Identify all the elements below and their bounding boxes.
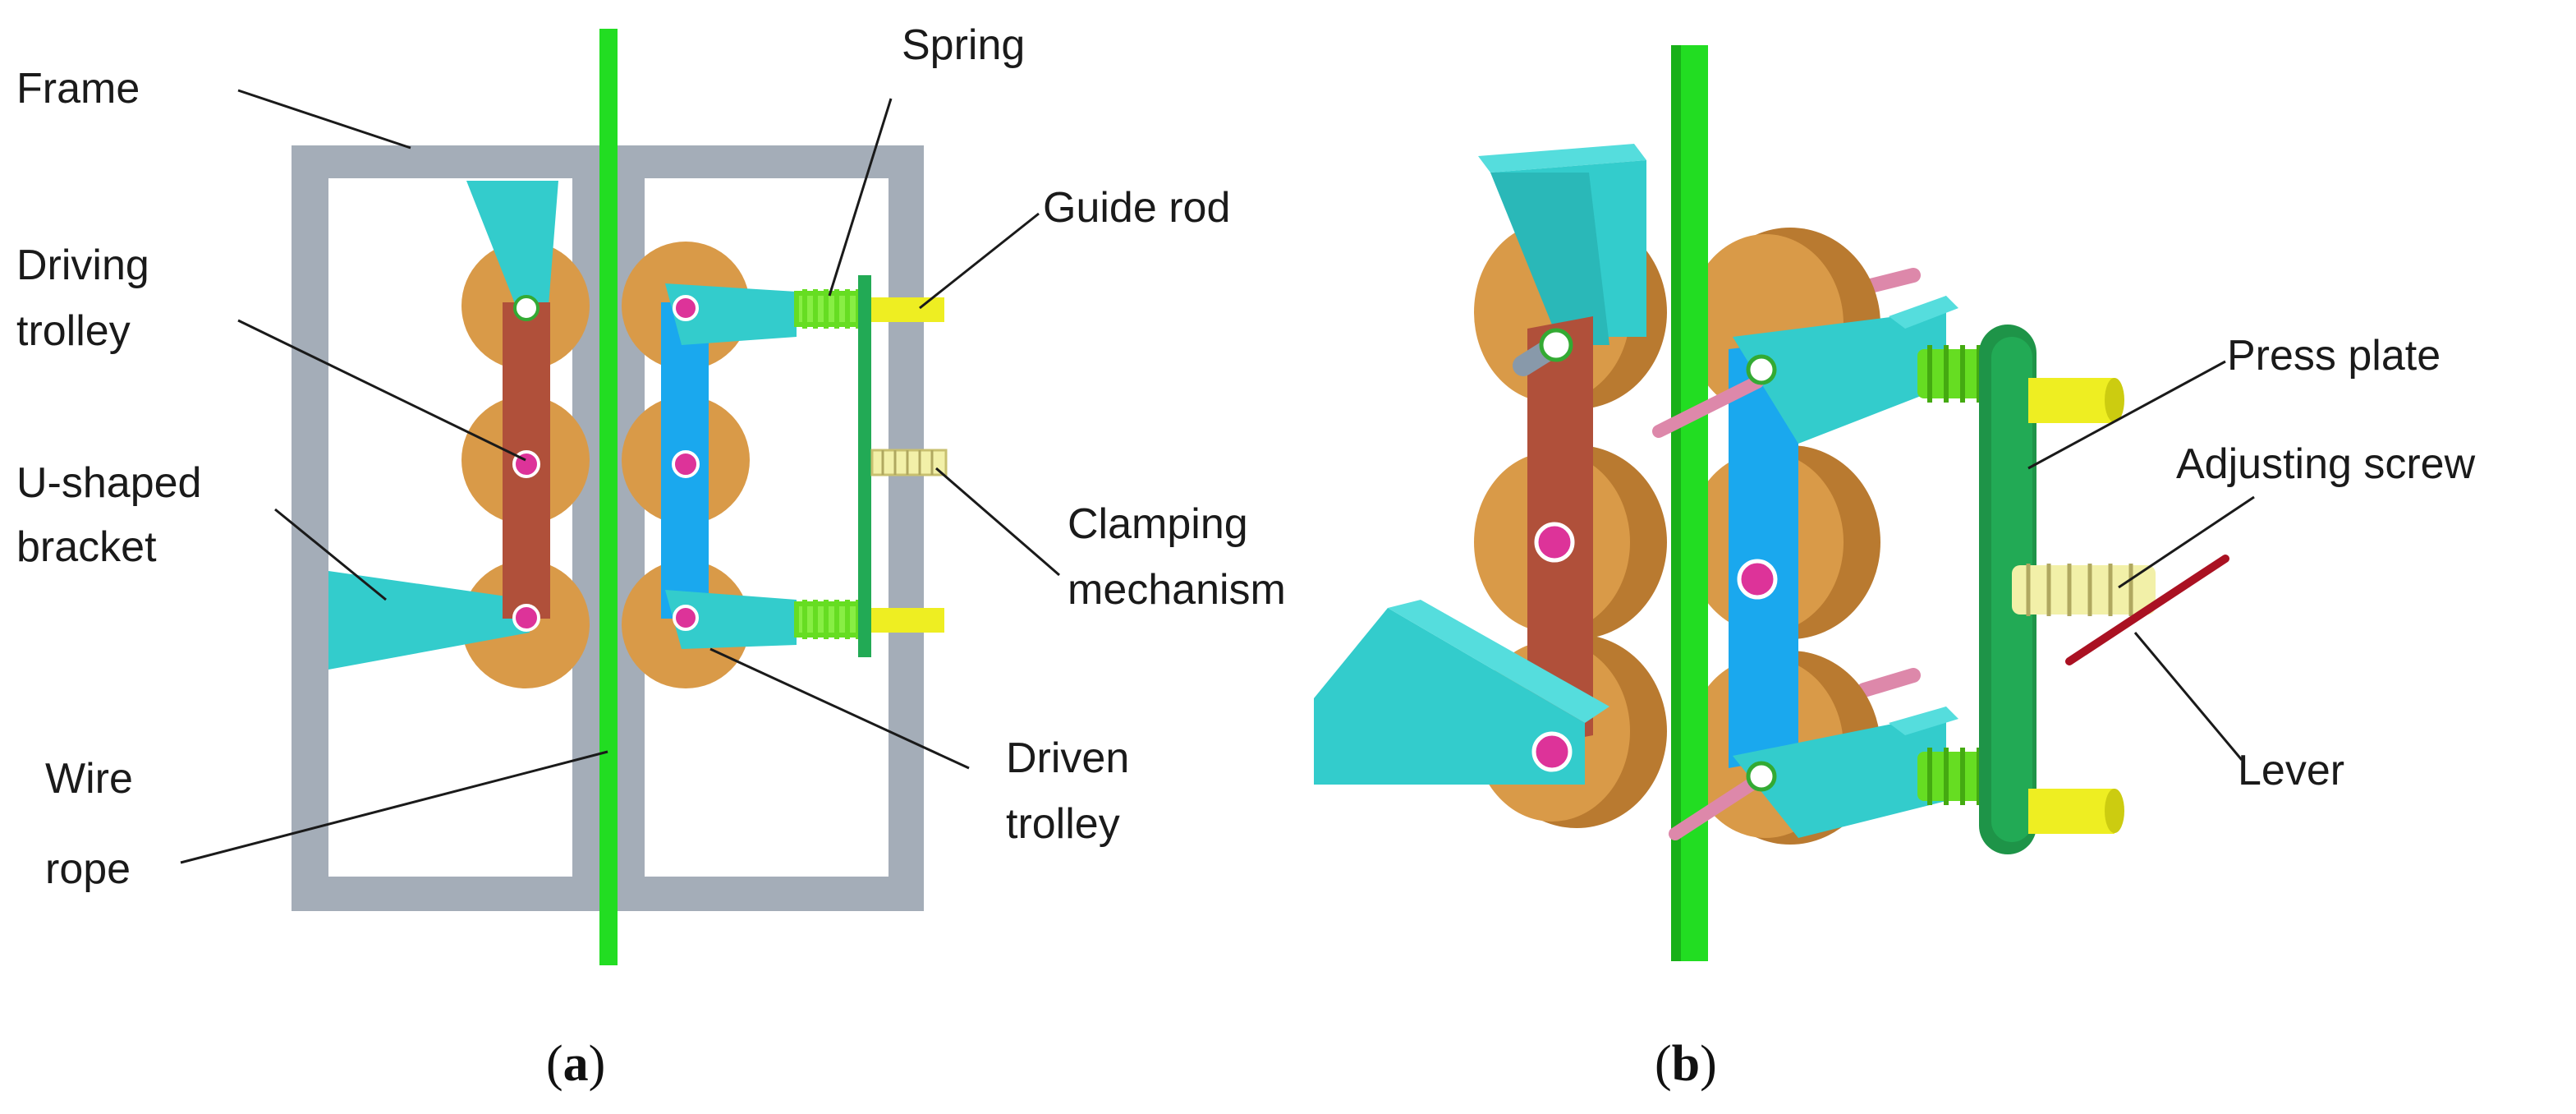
- panel-a: Frame Spring Guide rod Driving trolley U…: [16, 21, 1286, 1092]
- leader-press-plate: [2027, 360, 2226, 470]
- u-shaped-bracket-upper: [1478, 144, 1646, 345]
- label-driven-trolley-line2: trolley: [1006, 800, 1120, 848]
- guide-rod: [2028, 378, 2124, 423]
- leader-frame: [237, 89, 411, 150]
- leader-spring: [828, 98, 893, 297]
- label-u-bracket-line1: U-shaped: [16, 459, 201, 507]
- label-clamping-line2: mechanism: [1068, 566, 1286, 614]
- u-shaped-bracket-upper: [466, 181, 558, 306]
- driven-trolley-plate: [1729, 341, 1798, 768]
- pin: [1857, 668, 1921, 697]
- leader-lever: [2133, 632, 2243, 761]
- label-driving-trolley-line2: trolley: [16, 307, 131, 355]
- leader-wire-rope: [180, 750, 608, 864]
- pin: [1746, 761, 1777, 792]
- driven-bracket-lower: [665, 590, 797, 649]
- label-lever: Lever: [2238, 747, 2344, 794]
- clamping-mechanism: [870, 449, 948, 476]
- caption-a: (a): [546, 1036, 605, 1092]
- label-u-bracket-line2: bracket: [16, 523, 157, 571]
- spring: [794, 600, 865, 639]
- pin: [1746, 354, 1777, 385]
- label-frame: Frame: [16, 65, 140, 113]
- bolt: [673, 295, 699, 321]
- label-clamping-line1: Clamping: [1068, 500, 1248, 548]
- u-shaped-bracket: [1314, 600, 1609, 785]
- panel-b: Press plate Adjusting screw Lever (b): [1314, 45, 2476, 1092]
- wire-rope-shade: [1671, 45, 1681, 961]
- bolt: [1737, 559, 1778, 600]
- leader-guide-rod: [919, 212, 1040, 310]
- bolt: [512, 604, 540, 632]
- pin: [1539, 328, 1573, 362]
- label-driving-trolley-line1: Driving: [16, 242, 149, 289]
- label-spring: Spring: [902, 21, 1025, 69]
- lever: [2065, 555, 2229, 665]
- label-adjusting-screw: Adjusting screw: [2176, 440, 2476, 488]
- bolt: [672, 450, 700, 478]
- label-wire-rope-line2: rope: [45, 845, 131, 893]
- bolt: [1534, 522, 1575, 563]
- adjusting-screw: [2012, 564, 2156, 616]
- leader-driving-trolley: [237, 319, 526, 462]
- leader-u-bracket: [274, 508, 387, 601]
- press-plate: [858, 275, 871, 657]
- guide-rod: [870, 297, 944, 322]
- label-wire-rope-line1: Wire: [45, 755, 133, 803]
- driven-bracket-lower: [1733, 707, 1958, 838]
- bolt: [1531, 731, 1573, 772]
- leader-driven-trolley: [709, 647, 970, 770]
- driven-bracket-upper: [665, 283, 797, 345]
- pin: [1652, 375, 1764, 438]
- pin: [1669, 774, 1764, 840]
- caption-b: (b): [1655, 1036, 1717, 1092]
- leader-clamping: [935, 467, 1060, 577]
- wire-rope: [599, 29, 618, 965]
- u-shaped-bracket: [328, 571, 530, 670]
- bolt: [673, 605, 699, 631]
- guide-rod: [870, 608, 944, 633]
- guide-rod: [2028, 789, 2124, 834]
- leader-adjusting-screw: [2118, 495, 2255, 589]
- driven-bracket-upper: [1733, 296, 1958, 444]
- label-press-plate: Press plate: [2227, 332, 2441, 380]
- pin: [513, 295, 540, 321]
- label-driven-trolley-line1: Driven: [1006, 734, 1129, 782]
- label-guide-rod: Guide rod: [1043, 184, 1230, 232]
